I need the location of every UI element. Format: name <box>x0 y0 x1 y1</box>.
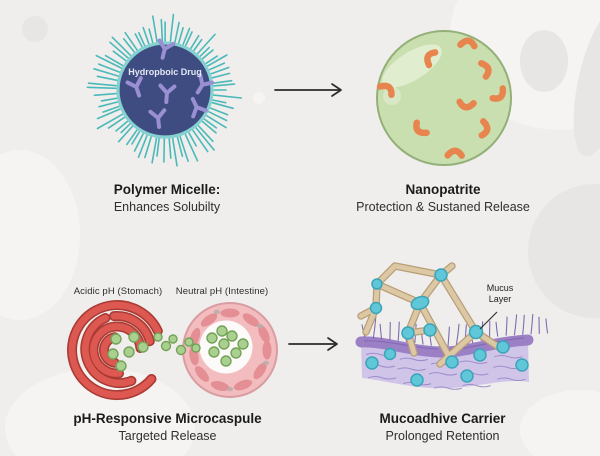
micelle-spikes <box>86 13 243 167</box>
released-drug-dots <box>107 325 249 372</box>
arrow-right-icon <box>274 83 342 97</box>
micelle-title: Polymer Micelle: <box>113 182 221 197</box>
background-blob <box>22 16 48 42</box>
mucus-annotation-line <box>479 311 498 330</box>
ph-capsule-subtitle: Targeted Release <box>118 429 217 443</box>
ph-capsule-title: pH-Responsive Microcaspule <box>73 411 262 426</box>
mucoadhesive-subtitle: Prolonged Retention <box>385 429 500 443</box>
micelle-caption: Polymer Micelle: Enhances Solubilty <box>60 181 274 215</box>
ph-capsule-caption: pH-Responsive Microcaspule Targeted Rele… <box>40 410 295 444</box>
neutral-ph-label: Neutral pH (Intestine) <box>175 286 269 297</box>
nanoparticle-caption: Nanopatrite Protection & Sustaned Releas… <box>336 181 550 215</box>
acidic-ph-label: Acidic pH (Stomach) <box>73 286 163 297</box>
adhesion-node-icon <box>365 268 529 387</box>
nanoparticle-title: Nanopatrite <box>405 182 481 197</box>
micelle-drug-label: Hydropboic Drug <box>128 67 202 77</box>
background-blob <box>520 30 568 92</box>
mucoadhesive-caption: Mucoadhive Carrier Prolonged Retention <box>335 410 550 444</box>
mucoadhesive-title: Mucoadhive Carrier <box>379 411 506 426</box>
mucus-layer-label: Mucus Layer <box>486 283 514 304</box>
micelle-subtitle: Enhances Solubilty <box>113 200 221 214</box>
arrow-right-icon <box>288 337 338 351</box>
background-blob <box>253 92 265 104</box>
nanoparticle-subtitle: Protection & Sustaned Release <box>356 200 530 214</box>
